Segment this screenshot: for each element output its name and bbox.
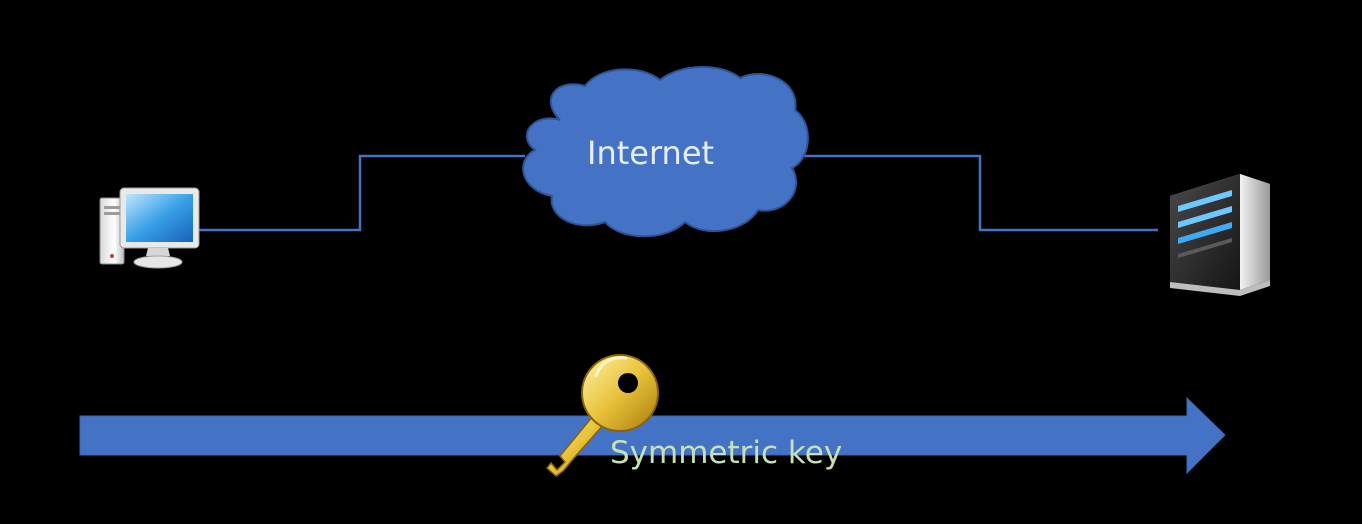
- client-to-cloud-link: [199, 154, 525, 232]
- desktop-computer-icon: [99, 187, 200, 269]
- cloud-label: Internet: [587, 134, 715, 172]
- key-label: Symmetric key: [610, 435, 843, 471]
- server-tower-icon: [1170, 174, 1270, 296]
- key-icon: [545, 354, 659, 477]
- cloud-to-server-link: [800, 154, 1158, 232]
- cloud-icon: [522, 66, 809, 238]
- arrow-shape: [79, 396, 1226, 475]
